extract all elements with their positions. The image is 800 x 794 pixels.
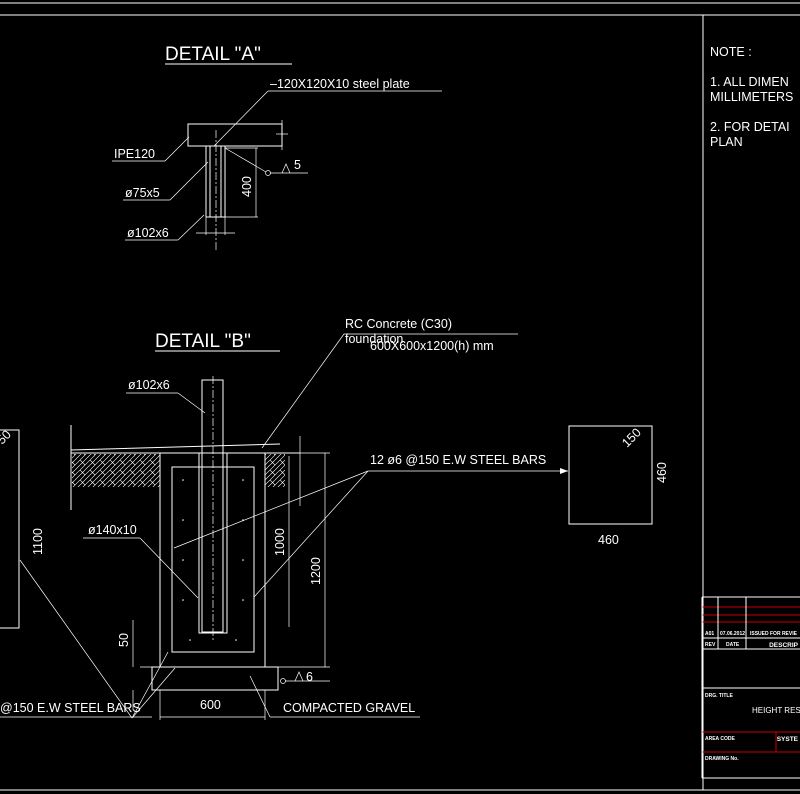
date-value: 07.06.2012 bbox=[720, 631, 745, 637]
note-2-line-2: PLAN bbox=[710, 135, 743, 149]
title-block: A01 07.06.2012 ISSUED FOR REVIE REV DATE… bbox=[701, 596, 800, 779]
notes-heading: NOTE : bbox=[710, 45, 752, 59]
post-pipe bbox=[201, 379, 224, 633]
section-height: 460 bbox=[655, 462, 669, 483]
sleeve-label: ø140x10 bbox=[88, 523, 137, 537]
note-1-line-1: 1. ALL DIMEN bbox=[710, 75, 789, 89]
outer-pipe-label: ø102x6 bbox=[127, 226, 169, 240]
soil-hatch-right bbox=[265, 454, 285, 487]
dim-400: 400 bbox=[240, 176, 254, 197]
weld-size-b: 6 bbox=[306, 670, 313, 684]
detail-b-title: DETAIL "B" bbox=[155, 331, 251, 352]
inner-pipe-label: ø75x5 bbox=[125, 186, 160, 200]
weld-symbol-a bbox=[265, 170, 271, 176]
foundation-label: foundation bbox=[345, 332, 403, 346]
rebar-label-left: @150 E.W STEEL BARS bbox=[0, 701, 141, 715]
rebar-section: 150 460 460 bbox=[568, 425, 669, 547]
rev-value: A01 bbox=[705, 631, 714, 637]
compacted-gravel bbox=[151, 666, 279, 691]
left-section bbox=[0, 429, 20, 629]
concrete-label: RC Concrete (C30) bbox=[345, 317, 452, 331]
detail-b: DETAIL "B" RC Concrete (C30) foundation … bbox=[0, 317, 568, 720]
drawing-title: HEIGHT REST bbox=[752, 706, 800, 715]
soil-hatch-left bbox=[72, 454, 160, 487]
inner-pipe bbox=[209, 145, 222, 218]
notes: NOTE : 1. ALL DIMEN MILLIMETERS 2. FOR D… bbox=[710, 45, 793, 149]
drg-title-label: DRG. TITLE bbox=[705, 693, 733, 699]
dim-600: 600 bbox=[200, 698, 221, 712]
system-label: SYSTE bbox=[777, 736, 799, 743]
dim-1000: 1000 bbox=[273, 528, 287, 556]
drawing-no-label: DRAWING No. bbox=[705, 756, 739, 762]
outer-pipe bbox=[205, 145, 226, 218]
weld-symbol-b bbox=[280, 678, 286, 684]
dim-50: 50 bbox=[117, 633, 131, 647]
weld-size-a: 5 bbox=[294, 158, 301, 172]
area-code-label: AREA CODE bbox=[705, 736, 735, 742]
ipe-label: IPE120 bbox=[114, 147, 155, 161]
concrete-foundation bbox=[159, 452, 266, 668]
section-width: 460 bbox=[598, 533, 619, 547]
section-cover: 150 bbox=[619, 425, 644, 450]
dim-1200: 1200 bbox=[309, 557, 323, 585]
rev-header: REV bbox=[705, 642, 716, 648]
gravel-label: COMPACTED GRAVEL bbox=[283, 701, 415, 715]
description-header: DESCRIP bbox=[769, 642, 799, 649]
plate-label: –120X120X10 steel plate bbox=[270, 77, 410, 91]
detail-a: DETAIL "A" –120X120X10 steel plate 400 5… bbox=[112, 44, 442, 250]
post-label: ø102x6 bbox=[128, 378, 170, 392]
steel-plate bbox=[187, 123, 283, 147]
date-header: DATE bbox=[726, 642, 740, 648]
note-1-line-2: MILLIMETERS bbox=[710, 90, 793, 104]
foundation-size-label: 600X600x1200(h) mm bbox=[370, 339, 494, 353]
detail-a-title: DETAIL "A" bbox=[165, 44, 261, 65]
left-dim-1100: 1100 bbox=[31, 528, 45, 555]
note-2-line-1: 2. FOR DETAI bbox=[710, 120, 790, 134]
description-value: ISSUED FOR REVIE bbox=[750, 631, 798, 637]
rebar-label: 12 ø6 @150 E.W STEEL BARS bbox=[370, 453, 546, 467]
